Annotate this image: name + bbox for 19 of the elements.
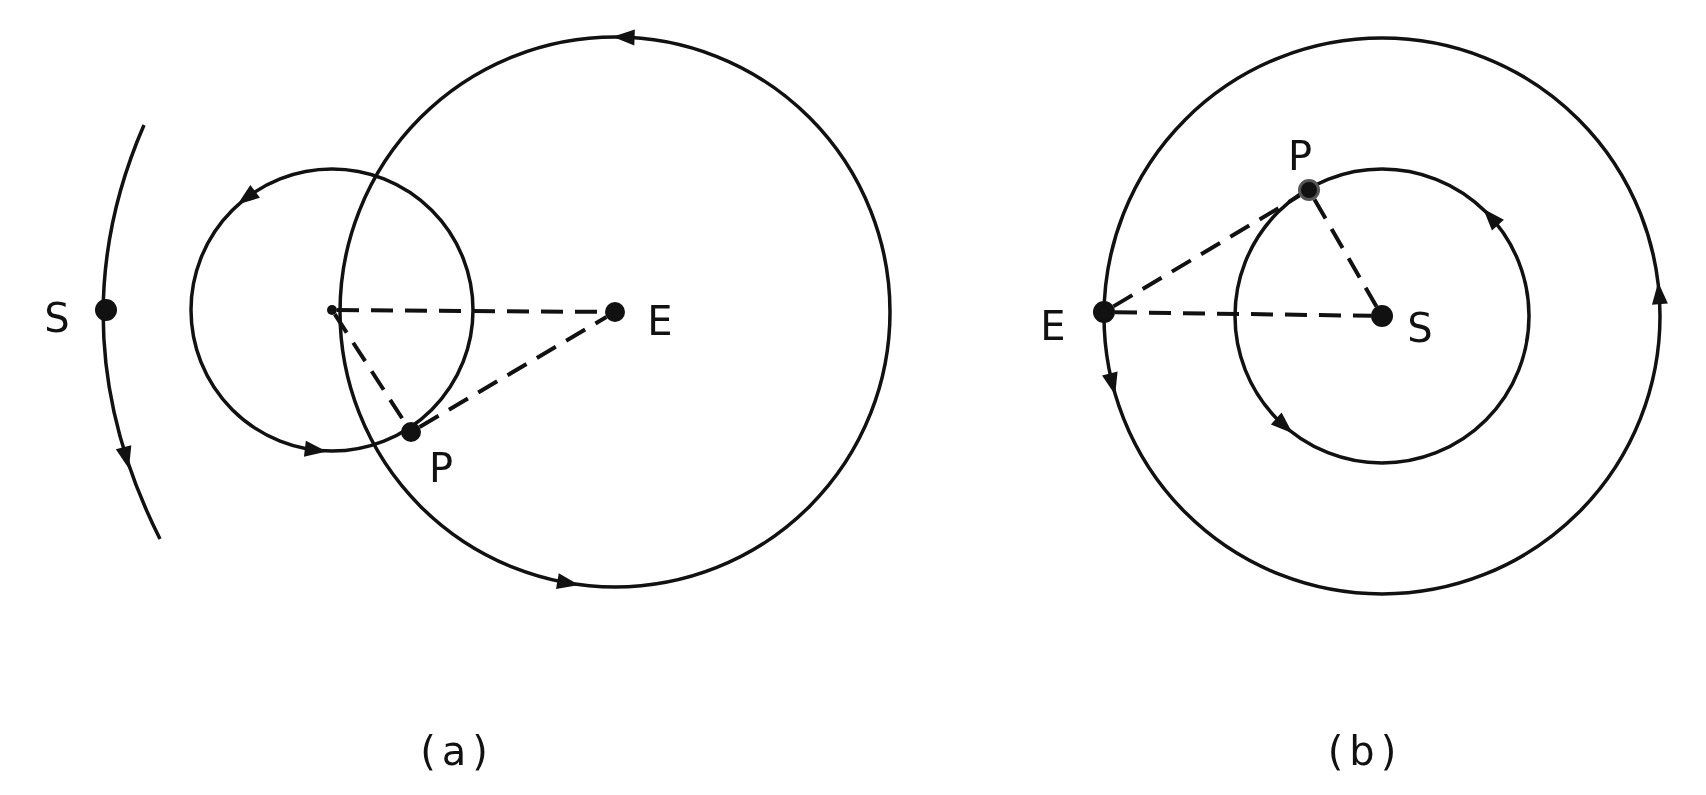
point-dot	[95, 299, 117, 321]
point-label: E	[1040, 306, 1066, 346]
point-label: P	[428, 448, 454, 488]
point-dot	[1093, 301, 1115, 323]
dashed-line	[1312, 198, 1379, 308]
panel-label: (b)	[1327, 731, 1403, 771]
point-dot	[401, 422, 421, 442]
point-dot	[1371, 305, 1393, 327]
point-dot	[1298, 179, 1320, 201]
point-label: E	[647, 301, 673, 341]
point-label: P	[1287, 136, 1313, 176]
point-dot	[327, 305, 337, 315]
point-label: S	[44, 298, 70, 338]
point-label: S	[1407, 308, 1433, 348]
point-dot	[605, 302, 625, 322]
panel-label: (a)	[420, 731, 494, 771]
dashed-line	[418, 315, 608, 429]
dashed-line	[1112, 193, 1301, 309]
dashed-line	[1114, 310, 1372, 318]
